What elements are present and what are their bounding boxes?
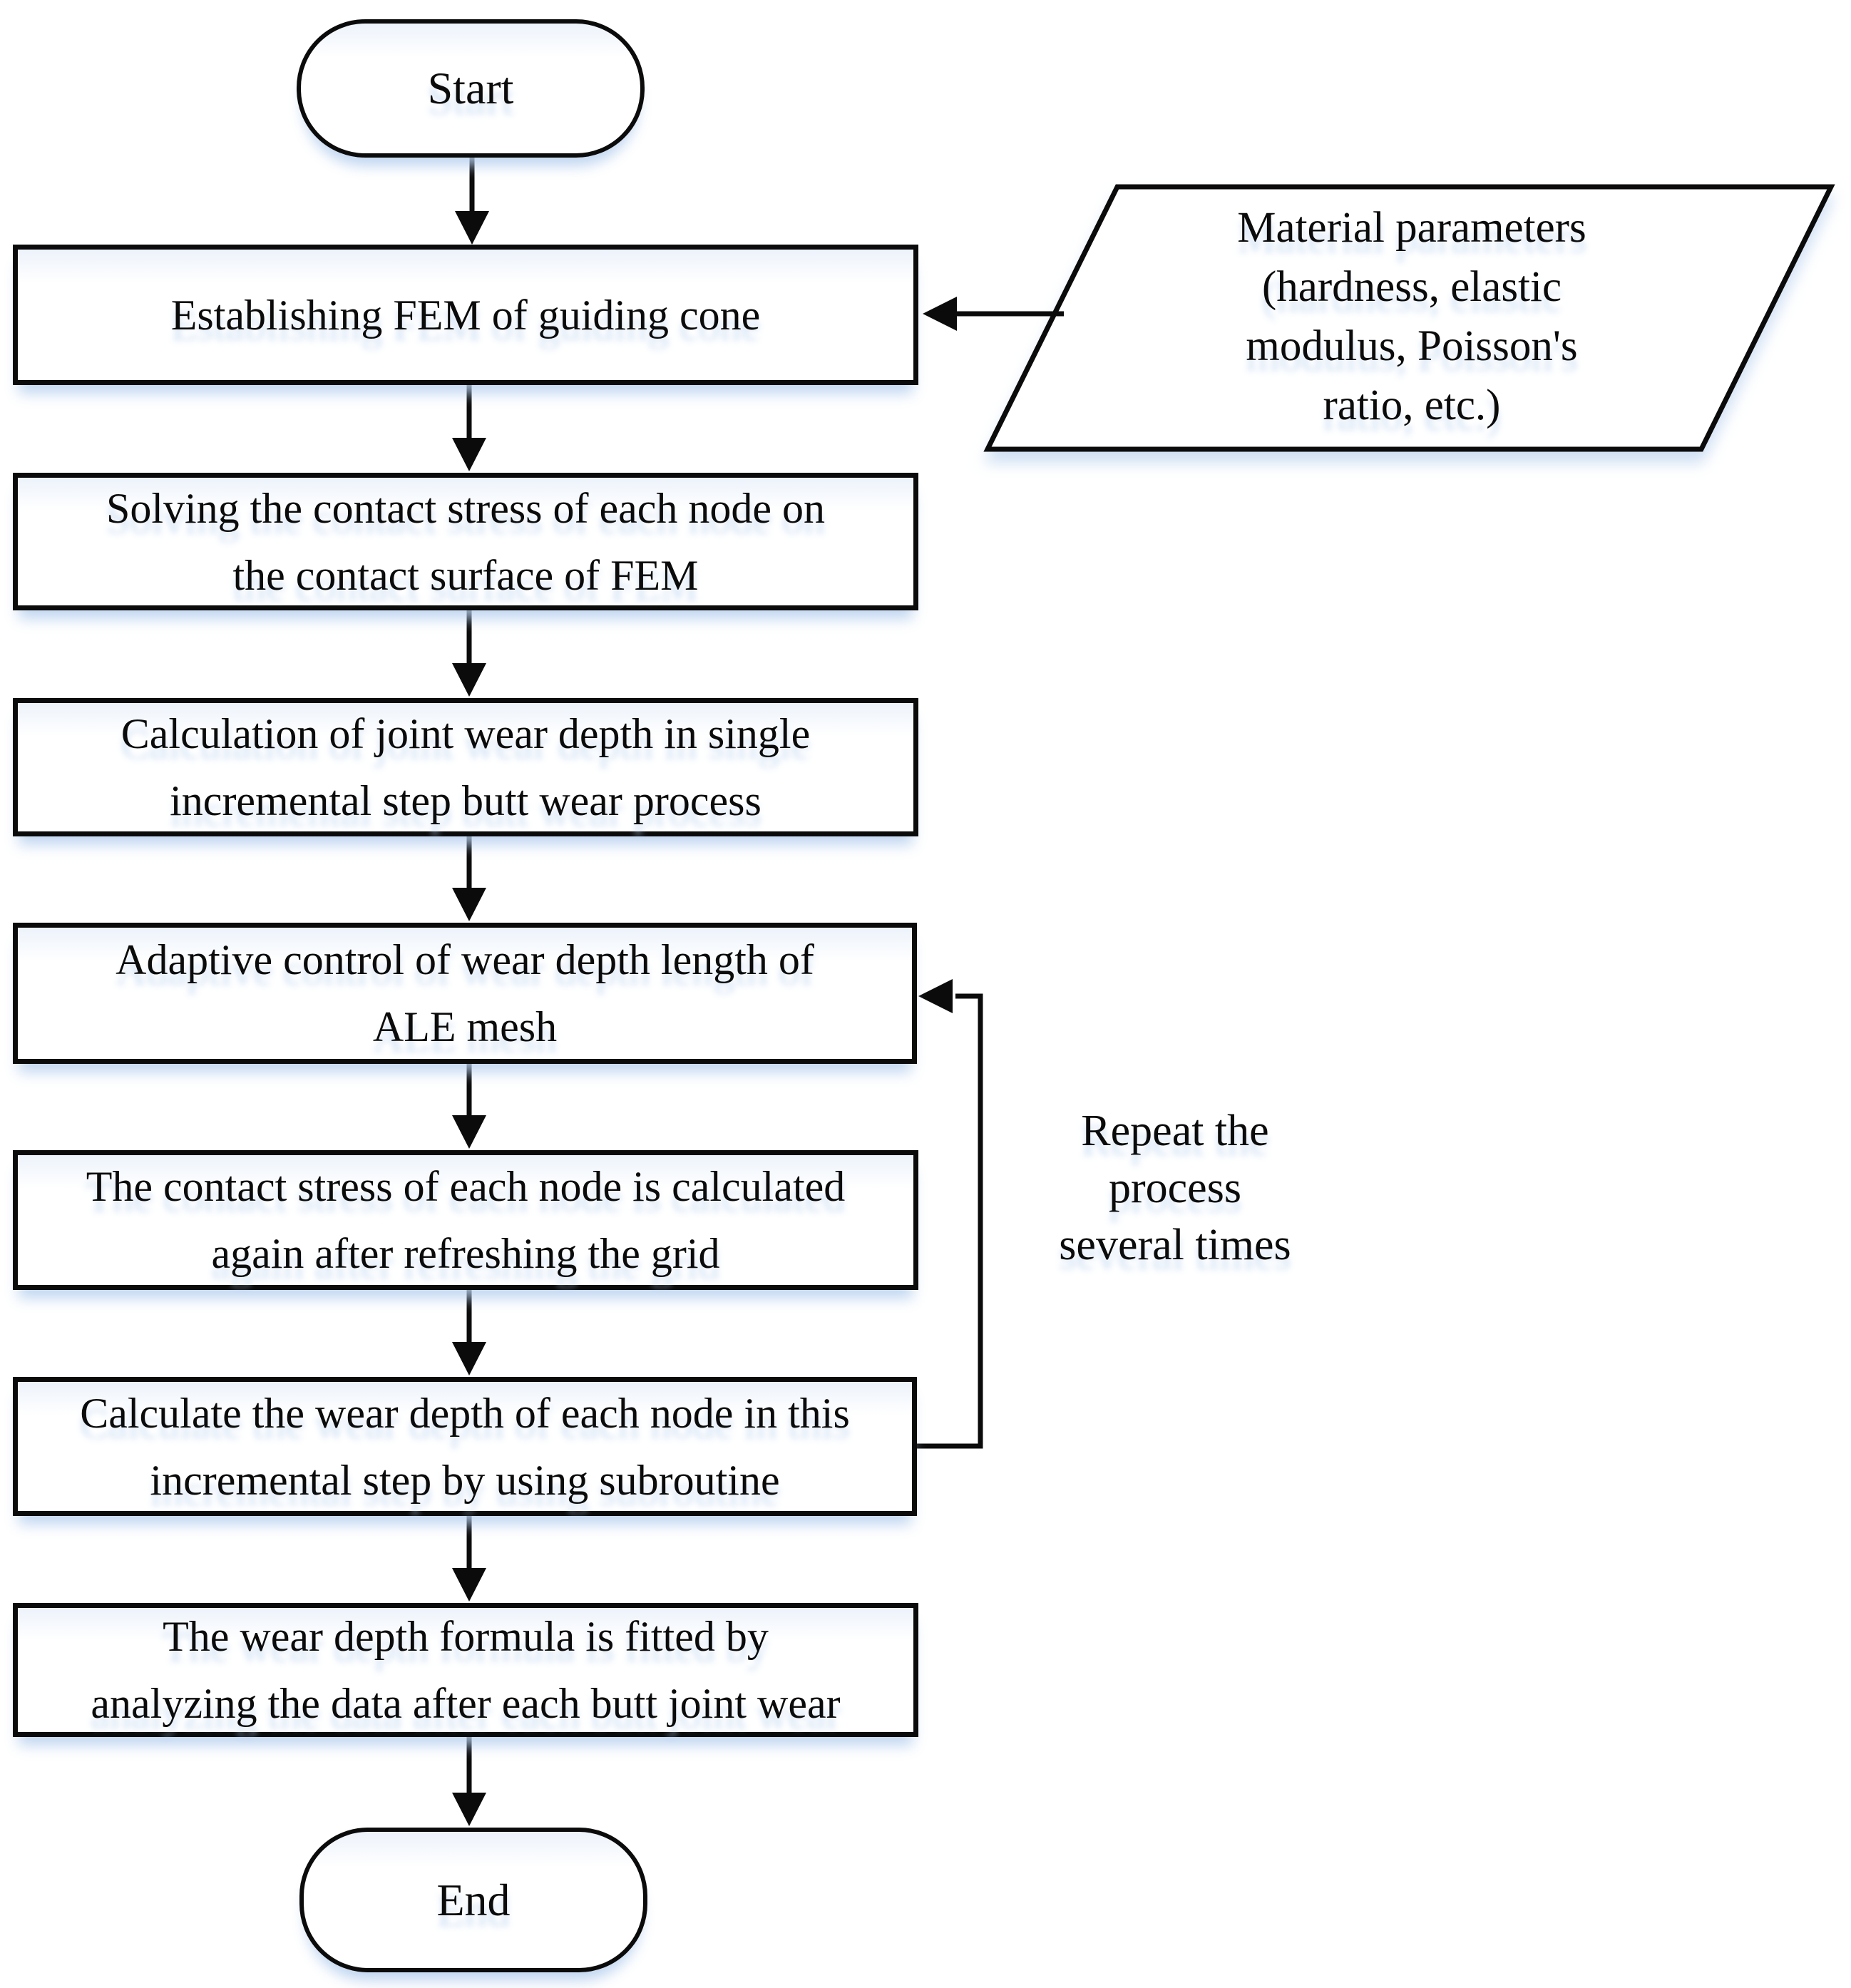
note-line: Repeat the [1081,1107,1269,1155]
node-label-line: Solving the contact stress of each node … [106,484,826,532]
note-line: process [1109,1164,1241,1212]
node-label-line: again after refreshing the grid [211,1230,720,1277]
node-label-line: The contact stress of each node is calcu… [86,1163,846,1210]
process-fit-wear-formula: The wear depth formula is fitted by anal… [13,1603,918,1737]
node-label-line: ALE mesh [372,1003,558,1050]
arrowhead-calc-joint-to-adaptive [452,888,486,921]
node-label-line: (hardness, elastic [1261,263,1562,311]
arrowhead-adaptive-to-recalc [452,1115,486,1149]
process-adaptive-ale-control: Adaptive control of wear depth length of… [13,923,917,1064]
node-label-line: Establishing FEM of guiding cone [170,291,761,339]
arrowhead-recalc-to-subroutine [452,1342,486,1375]
arrowhead-start-to-establish-fem [455,211,489,245]
process-calc-joint-wear-depth: Calculation of joint wear depth in singl… [13,698,918,836]
loop-subroutine-to-adaptive [915,993,983,1449]
arrowhead-establish-to-solve [452,438,486,471]
node-label-line: The wear depth formula is fitted by [163,1613,769,1660]
note-repeat-process: Repeat the process several times [997,1102,1353,1274]
end-label: End [436,1874,511,1925]
material-parameters-label: Material parameters (hardness, elastic m… [1073,198,1750,435]
node-label-line: incremental step by using subroutine [150,1456,780,1504]
node-label-line: the contact surface of FEM [232,551,699,599]
node-label-line: analyzing the data after each butt joint… [91,1680,841,1727]
process-establish-fem: Establishing FEM of guiding cone [13,245,918,385]
node-label-line: incremental step butt wear process [170,777,762,824]
node-label-line: ratio, etc.) [1323,381,1501,429]
process-calc-wear-subroutine: Calculate the wear depth of each node in… [13,1377,917,1516]
terminator-end: End [299,1828,647,1972]
node-label-line: Material parameters [1237,204,1586,252]
process-solve-contact-stress: Solving the contact stress of each node … [13,473,918,610]
terminator-start: Start [297,19,645,158]
arrowhead-solve-to-calc-joint [452,663,486,697]
node-label-line: Calculation of joint wear depth in singl… [121,710,811,757]
node-label-line: modulus, Poisson's [1246,322,1578,370]
start-label: Start [427,63,514,113]
material-parameters-parallelogram [983,184,1835,452]
arrowhead-loop-to-adaptive [918,979,953,1013]
arrowhead-fit-to-end [452,1793,486,1826]
process-recalc-contact-stress: The contact stress of each node is calcu… [13,1150,918,1290]
arrowhead-subroutine-to-fit [452,1568,486,1602]
note-line: several times [1059,1221,1291,1269]
node-label-line: Adaptive control of wear depth length of [116,936,814,983]
arrowhead-material-to-establish-fem [923,297,957,331]
node-label-line: Calculate the wear depth of each node in… [80,1389,850,1437]
